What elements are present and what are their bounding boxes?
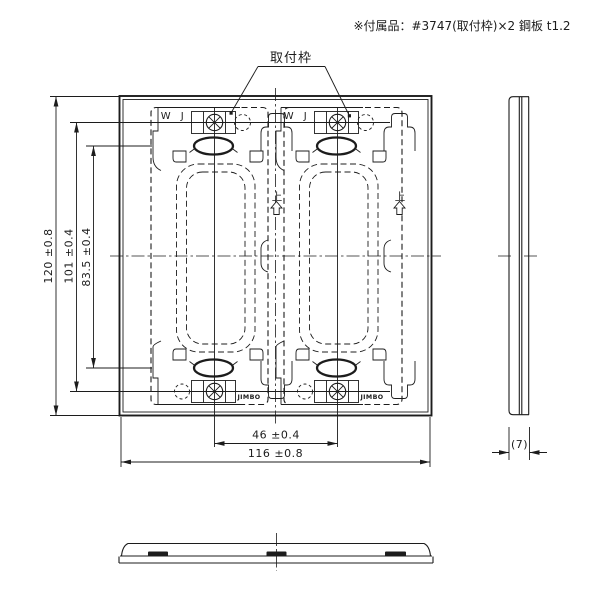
dimension-slot-pitch-83_5: 83.5 ±0.4	[80, 146, 96, 368]
screw-mount-box-top	[314, 111, 359, 134]
knockout-hole-bottom	[297, 383, 313, 400]
dimension-height-120: 120 ±0.8	[42, 96, 59, 416]
screw-head-top	[328, 113, 347, 132]
frame-window-outer	[176, 163, 256, 353]
mounting-tab-left	[148, 551, 168, 557]
brand-marking: JIMBO	[236, 394, 260, 401]
screw-box-dividers-bottom	[203, 380, 226, 403]
frame-step-bottom-left	[152, 340, 162, 405]
notch-top-left	[172, 150, 187, 163]
dimension-text: (7)	[511, 438, 528, 451]
notch-bottom-left	[295, 348, 310, 361]
dimension-text: 83.5 ±0.4	[80, 227, 93, 286]
slot-wings-top	[189, 147, 238, 153]
mounting-slot-bottom	[315, 358, 358, 378]
leader-dot-right	[347, 114, 351, 118]
mounting-frame-left: W J	[152, 107, 293, 405]
frame-step-bottom-left	[275, 340, 285, 405]
screw-cross-bottom	[331, 385, 344, 398]
side-tab-top	[260, 113, 293, 151]
dimension-screw-pitch-101: 101 ±0.4	[63, 122, 79, 392]
bottom-profile-base	[118, 556, 434, 564]
slot-wings-top	[312, 147, 361, 153]
notch-bottom-right	[372, 348, 387, 361]
dimension-text: 120 ±0.8	[42, 228, 55, 283]
frame-step-top-left	[152, 107, 162, 171]
up-arrow-icon	[270, 200, 283, 215]
screw-cross-bottom	[208, 385, 221, 398]
slot-wings-bottom	[189, 361, 238, 367]
callout-label: 取付枠	[270, 51, 312, 66]
side-tab-bottom	[260, 361, 293, 399]
up-marking: 上	[272, 191, 283, 203]
front-view: W J	[42, 88, 441, 467]
mounting-tab-right	[385, 551, 406, 557]
frame-window-inner	[186, 171, 246, 345]
frame-window-inner	[309, 171, 369, 345]
screw-cross-top	[208, 116, 221, 129]
frame-step-top-left	[275, 107, 285, 171]
leader-line-left	[230, 66, 259, 114]
screw-mount-box-top	[191, 111, 236, 134]
frame-window-outer	[299, 163, 379, 353]
mounting-slot-bottom	[192, 358, 235, 378]
screw-head-top	[205, 113, 224, 132]
up-marking: 上	[395, 191, 406, 203]
dimension-width-116: 116 ±0.8	[120, 417, 431, 467]
leader-dot-left	[229, 111, 233, 115]
bottom-profile-top-face	[120, 542, 432, 557]
frame-marking-wj: W J	[284, 111, 311, 122]
mounting-slot-top	[315, 136, 358, 156]
slot-wings-bottom	[312, 361, 361, 367]
dimension-text: 116 ±0.8	[248, 447, 303, 460]
screw-mount-box-bottom	[191, 380, 236, 403]
side-tab-top	[383, 113, 416, 151]
mounting-slot-top	[192, 136, 235, 156]
dimension-text: 101 ±0.4	[63, 228, 76, 283]
frame-marking-wj: W J	[161, 111, 188, 122]
notch-bottom-right	[249, 348, 264, 361]
dimension-text: 46 ±0.4	[252, 429, 300, 442]
side-ear-mid	[383, 239, 392, 273]
side-view: (7)	[492, 96, 547, 460]
side-tab-bottom	[383, 361, 416, 399]
accessory-note: ※付属品：#3747(取付枠)×2 鋼板 t1.2	[353, 19, 570, 33]
screw-head-bottom	[205, 382, 224, 401]
screw-cross-top	[331, 116, 344, 129]
screw-box-dividers-top	[203, 111, 226, 134]
screw-head-bottom	[328, 382, 347, 401]
knockout-hole-bottom	[174, 383, 190, 400]
dimension-screw-pitch-46: 46 ±0.4	[214, 429, 338, 446]
knockout-hole-top	[234, 114, 251, 131]
side-ear-mid	[260, 239, 269, 273]
screw-box-dividers-bottom	[326, 380, 349, 403]
notch-top-left	[295, 150, 310, 163]
notch-top-right	[372, 150, 387, 163]
mounting-tab-center	[266, 551, 287, 557]
brand-marking: JIMBO	[359, 394, 383, 401]
notch-bottom-left	[172, 348, 187, 361]
screw-mount-box-bottom	[314, 380, 359, 403]
dimension-thickness-7: (7)	[492, 427, 547, 460]
frame-outline-right	[283, 106, 403, 406]
knockout-hole-top	[357, 114, 374, 131]
screw-box-dividers-top	[326, 111, 349, 134]
notch-top-right	[249, 150, 264, 163]
mounting-frame-right: W J J	[275, 107, 416, 405]
bottom-view	[118, 533, 434, 571]
up-arrow-icon	[393, 200, 406, 215]
